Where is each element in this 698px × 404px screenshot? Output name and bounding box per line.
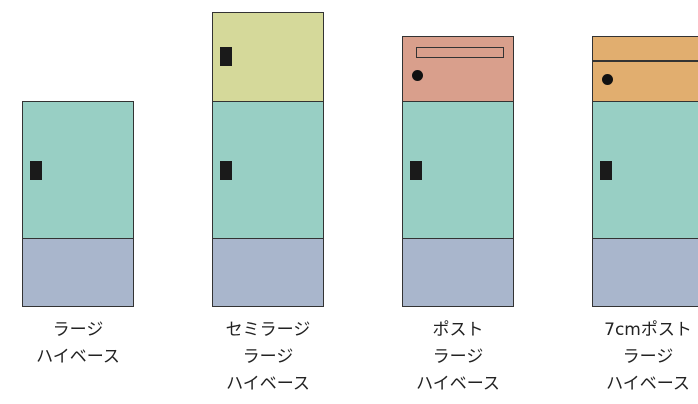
high-base — [212, 238, 324, 307]
label-post-large-high-base: ポスト ラージ ハイベース — [383, 317, 533, 398]
lock-dot — [412, 70, 423, 81]
post-7cm-compartment — [592, 36, 698, 103]
label-line: ハイベース — [416, 374, 500, 394]
high-base — [402, 238, 514, 307]
label-7cm-post-large-high-base: 7cmポスト ラージ ハイベース — [573, 317, 698, 398]
high-base — [592, 238, 698, 307]
label-line: ポスト — [432, 320, 484, 340]
label-semi-large-high-base: セミラージ ラージ ハイベース — [193, 317, 343, 398]
post-divider — [593, 60, 698, 62]
handle — [30, 161, 42, 180]
semi-large-compartment — [212, 12, 324, 103]
label-line: ラージ — [242, 347, 294, 367]
post-compartment — [402, 36, 514, 103]
label-line: ハイベース — [226, 374, 310, 394]
label-line: 7cmポスト — [604, 320, 692, 340]
label-line: ラージ — [52, 320, 104, 340]
label-line: ハイベース — [606, 374, 690, 394]
handle — [600, 161, 612, 180]
label-line: ハイベース — [36, 347, 120, 367]
handle — [410, 161, 422, 180]
large-compartment — [592, 101, 698, 240]
handle — [220, 161, 232, 180]
label-line: ラージ — [432, 347, 484, 367]
label-line: セミラージ — [225, 320, 311, 340]
handle — [220, 47, 232, 66]
large-compartment — [402, 101, 514, 240]
lock-dot — [602, 74, 613, 85]
label-line: ラージ — [622, 347, 674, 367]
large-compartment — [212, 101, 324, 240]
label-large-high-base: ラージ ハイベース — [3, 317, 153, 371]
high-base — [22, 238, 134, 307]
mail-slot — [416, 47, 504, 58]
large-compartment — [22, 101, 134, 240]
